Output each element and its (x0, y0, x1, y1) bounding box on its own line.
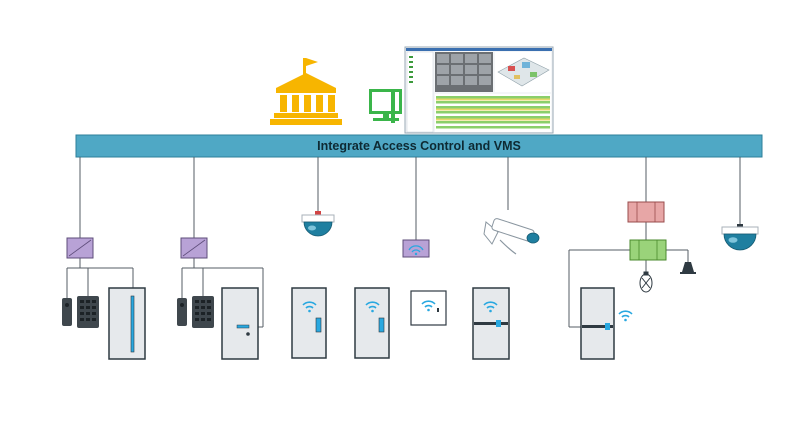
keypad-icon (192, 296, 214, 328)
wifi-icon (302, 301, 317, 313)
wifi-icon (618, 310, 633, 322)
controller-box (402, 239, 430, 258)
relay-module (627, 201, 665, 223)
wifi-icon (365, 301, 380, 313)
door-icon (291, 287, 327, 359)
door-icon (221, 287, 259, 360)
wireless-lock-panel (410, 290, 447, 326)
relay-module (629, 239, 667, 261)
wifi-icon (421, 300, 436, 312)
door-icon (580, 287, 615, 360)
wifi-icon (483, 301, 498, 313)
controller-box (66, 237, 94, 259)
controller-box (180, 237, 208, 259)
siren-icon (639, 271, 653, 293)
door-icon (354, 287, 390, 359)
keypad-icon (77, 296, 99, 328)
integration-bus (75, 134, 763, 158)
horn-icon (680, 262, 696, 274)
card-reader-icon (177, 298, 187, 326)
dome-camera-icon (721, 224, 759, 251)
dome-camera-icon (301, 211, 335, 237)
building-icon (270, 58, 342, 125)
computer-icon (369, 89, 402, 123)
door-icon (472, 287, 510, 360)
bullet-camera-icon (483, 218, 540, 255)
door-icon (108, 287, 146, 360)
card-reader-icon (62, 298, 72, 326)
vms-screenshot (404, 46, 554, 134)
